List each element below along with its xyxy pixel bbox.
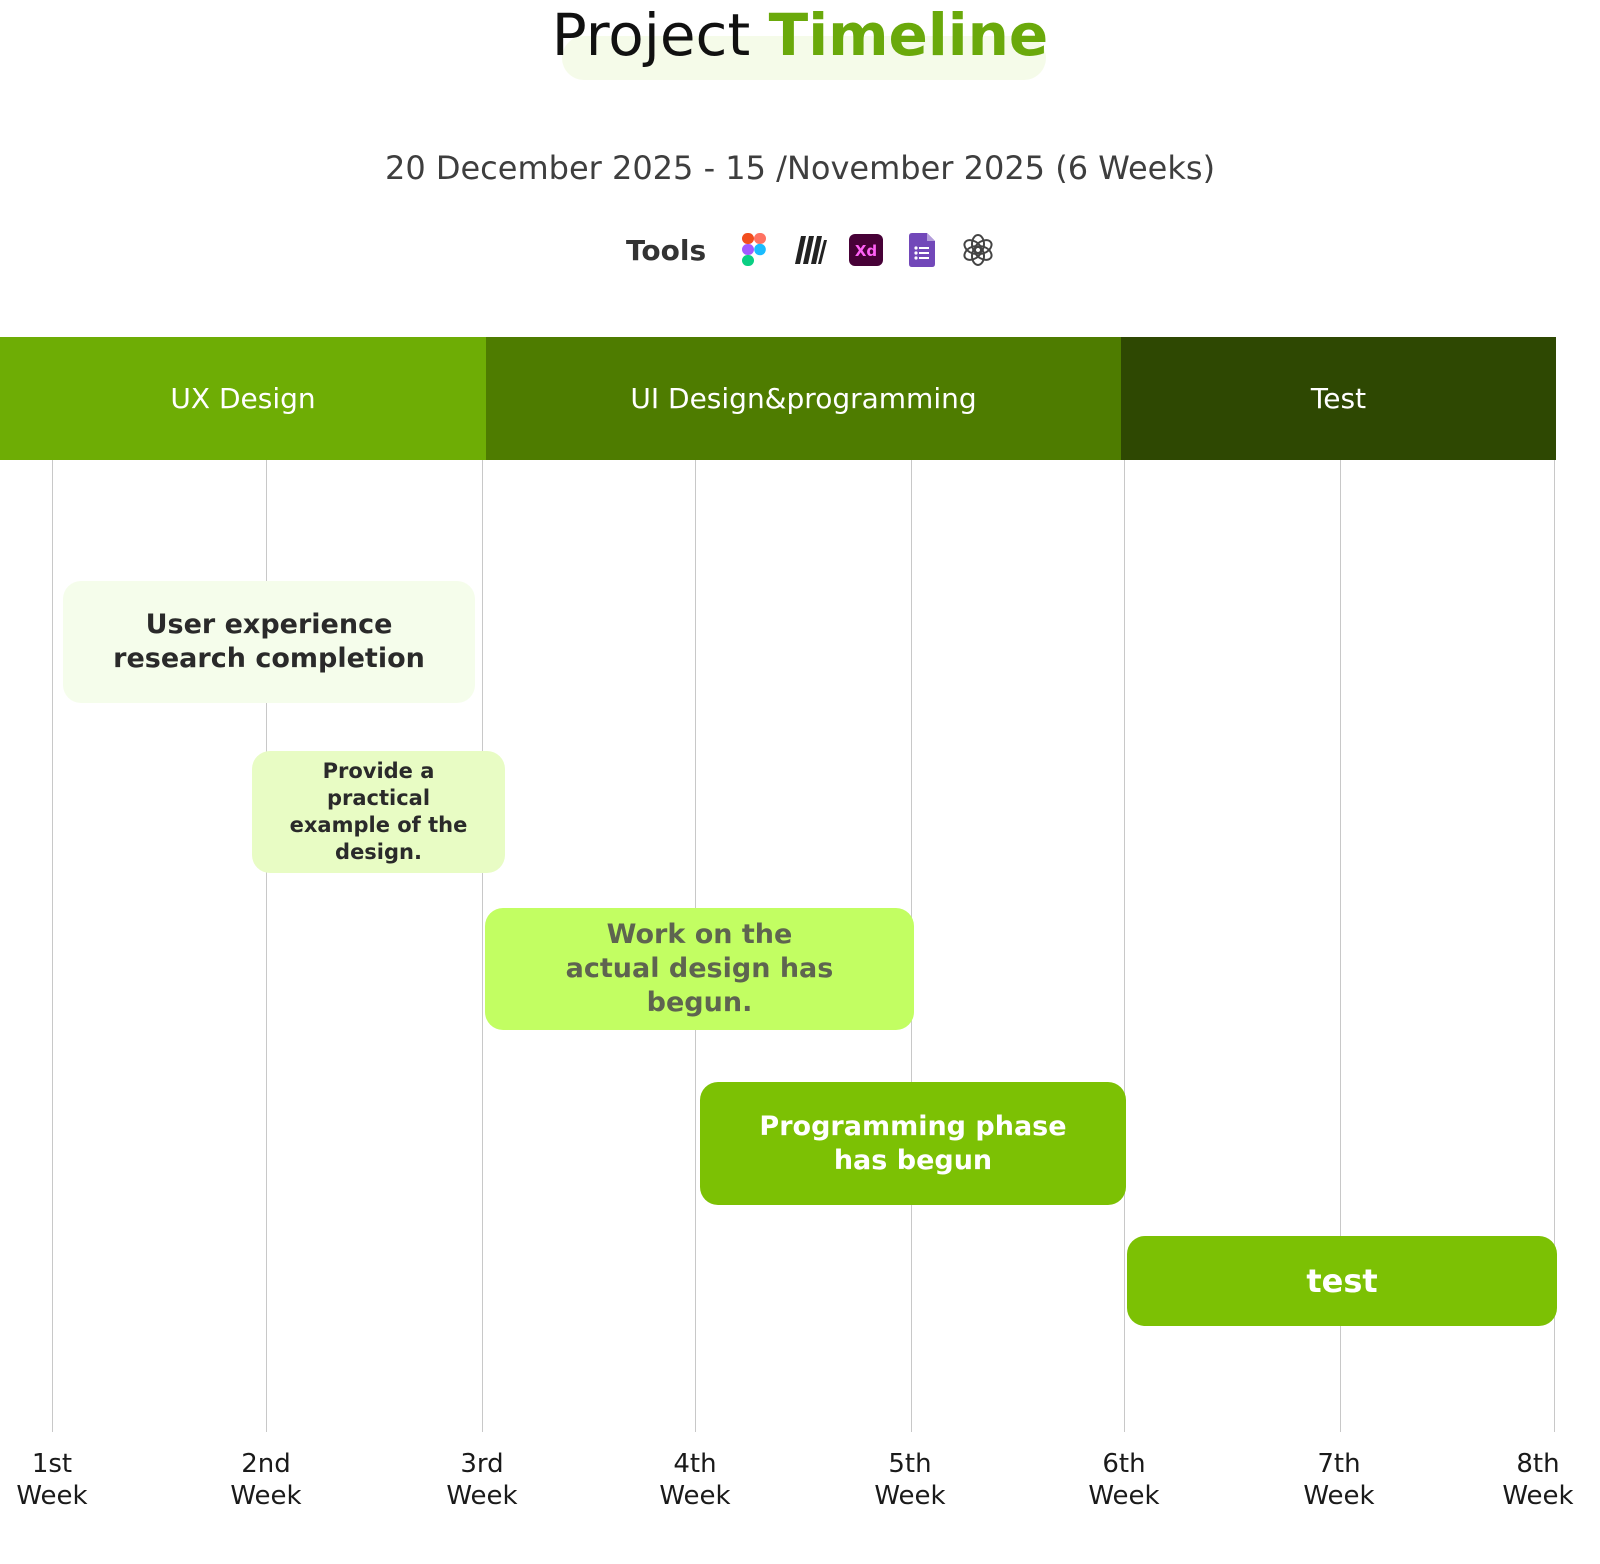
task-programming-phase-label: Programming phase has begun: [759, 1110, 1067, 1176]
task-programming-phase[interactable]: Programming phase has begun: [700, 1082, 1126, 1205]
task-ux-research-label: User experience research completion: [113, 609, 425, 674]
adobe-xd-icon-text: Xd: [855, 242, 877, 260]
title-timeline: Timeline: [768, 1, 1049, 69]
tools-row: Tools Xd: [626, 232, 1016, 268]
week-number: 2nd: [241, 1449, 291, 1479]
week-label-1: 1st Week: [0, 1448, 112, 1512]
week-number: 5th: [888, 1449, 932, 1479]
week-label-6: 6th Week: [1064, 1448, 1184, 1512]
week-word: Week: [1303, 1481, 1375, 1511]
chatgpt-icon: [960, 232, 996, 268]
week-number: 6th: [1102, 1449, 1146, 1479]
week-word: Week: [1088, 1481, 1160, 1511]
week-number: 3rd: [460, 1449, 504, 1479]
week-word: Week: [446, 1481, 518, 1511]
page-title: Project Timeline: [0, 0, 1600, 70]
week-word: Week: [1502, 1481, 1574, 1511]
tools-label: Tools: [626, 233, 707, 267]
week-gridline: [482, 460, 483, 1432]
task-actual-design-label: Work on the actual design has begun.: [565, 919, 834, 1018]
task-practical-example-label: Provide a practical example of the desig…: [289, 759, 468, 864]
week-number: 8th: [1516, 1449, 1560, 1479]
week-word: Week: [874, 1481, 946, 1511]
week-label-4: 4th Week: [635, 1448, 755, 1512]
task-actual-design[interactable]: Work on the actual design has begun.: [485, 908, 914, 1030]
task-test-label: test: [1306, 1262, 1378, 1300]
week-gridline: [1340, 460, 1341, 1432]
google-forms-icon: [904, 232, 940, 268]
date-range: 20 December 2025 - 15 /November 2025 (6 …: [384, 149, 1216, 187]
week-label-8: 8th Week: [1478, 1448, 1598, 1512]
week-number: 7th: [1317, 1449, 1361, 1479]
task-practical-example[interactable]: Provide a practical example of the desig…: [252, 751, 505, 873]
title-highlight: [562, 36, 1046, 80]
week-word: Week: [230, 1481, 302, 1511]
miro-icon: [792, 232, 828, 268]
week-gridline: [52, 460, 53, 1432]
task-ux-research[interactable]: User experience research completion: [63, 581, 475, 703]
week-label-2: 2nd Week: [206, 1448, 326, 1512]
task-test[interactable]: test: [1127, 1236, 1557, 1326]
week-gridline: [266, 460, 267, 1432]
week-number: 4th: [673, 1449, 717, 1479]
week-label-7: 7th Week: [1279, 1448, 1399, 1512]
phase-header: UX Design UI Design&programming Test: [0, 337, 1556, 460]
week-gridline: [1124, 460, 1125, 1432]
title-project: Project: [551, 1, 751, 69]
phase-ux-design: UX Design: [0, 337, 486, 460]
week-gridline: [1554, 460, 1555, 1432]
figma-icon: [736, 232, 772, 268]
week-label-5: 5th Week: [850, 1448, 970, 1512]
week-label-3: 3rd Week: [422, 1448, 542, 1512]
week-number: 1st: [31, 1449, 73, 1479]
phase-ui-design-programming: UI Design&programming: [486, 337, 1121, 460]
adobe-xd-icon: Xd: [848, 232, 884, 268]
week-word: Week: [16, 1481, 88, 1511]
phase-test: Test: [1121, 337, 1556, 460]
week-word: Week: [659, 1481, 731, 1511]
